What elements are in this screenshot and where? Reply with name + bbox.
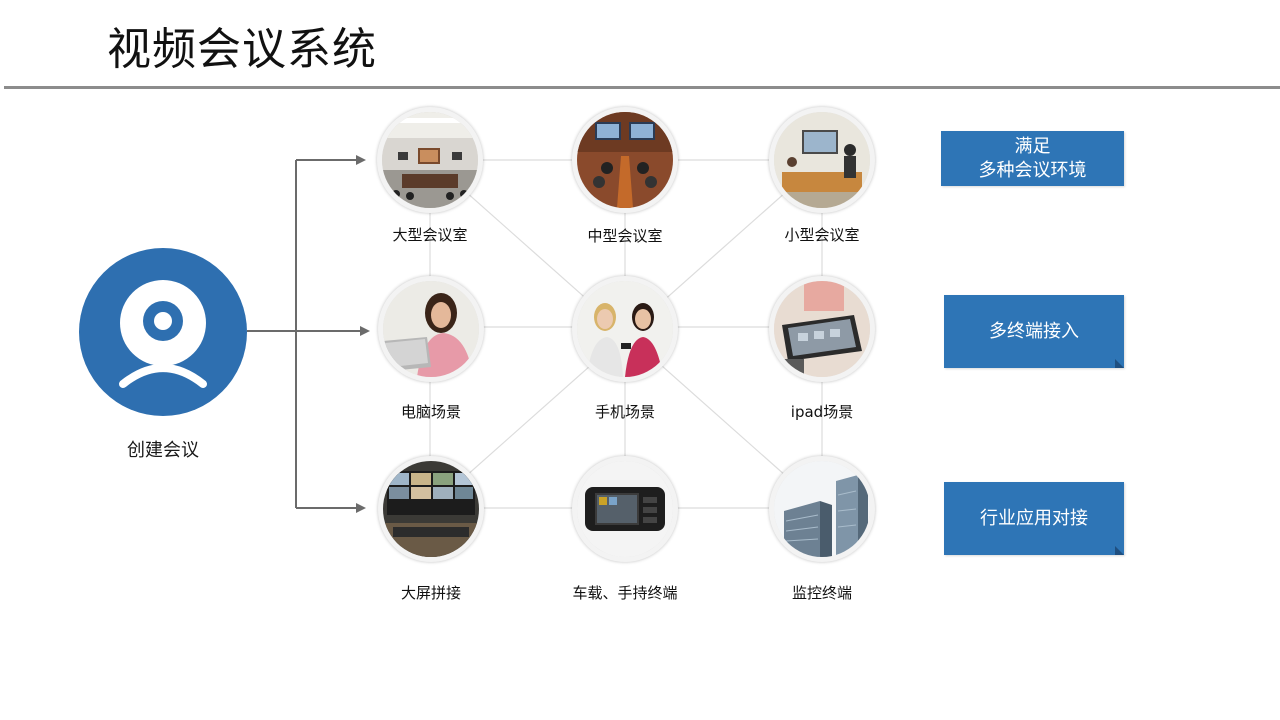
tag-industry-integration: 行业应用对接 (944, 482, 1124, 555)
laptop-scene-image (383, 281, 479, 377)
tag-fold-corner (1115, 546, 1124, 555)
handheld-terminal-photo[interactable] (572, 456, 678, 562)
node-label-phone: 手机场景 (594, 403, 655, 421)
video-wall-photo[interactable] (378, 456, 484, 562)
surveillance-terminal-photo[interactable] (769, 456, 875, 562)
small-meeting-room-image (774, 112, 870, 208)
tablet-scene-photo[interactable] (769, 276, 875, 382)
large-meeting-room-image (382, 112, 478, 208)
tag-meeting-environments: 满足 多种会议环境 (941, 131, 1124, 186)
tag-industry-integration-text: 行业应用对接 (980, 507, 1088, 529)
small-meeting-room-photo[interactable] (769, 107, 875, 213)
node-label-ipad: ipad场景 (790, 403, 854, 421)
office-buildings-image (774, 461, 870, 557)
tag-multi-terminal: 多终端接入 (944, 295, 1124, 368)
create-meeting-hub[interactable] (79, 248, 247, 416)
title-divider (4, 86, 1280, 89)
tablet-scene-image (774, 281, 870, 377)
page-title: 视频会议系统 (107, 24, 377, 75)
node-label-surveillance: 监控终端 (791, 584, 852, 602)
tag-multi-terminal-text: 多终端接入 (989, 320, 1079, 342)
medium-meeting-room-image (577, 112, 673, 208)
laptop-scene-photo[interactable] (378, 276, 484, 382)
large-meeting-room-photo[interactable] (377, 107, 483, 213)
node-label-large-room: 大型会议室 (392, 226, 468, 244)
medium-meeting-room-photo[interactable] (572, 107, 678, 213)
node-label-laptop: 电脑场景 (400, 403, 461, 421)
node-label-small-room: 小型会议室 (784, 226, 860, 244)
hub-label: 创建会议 (127, 440, 199, 461)
phone-scene-photo[interactable] (572, 276, 678, 382)
tag-fold-corner (1115, 359, 1124, 368)
node-label-handheld: 车载、手持终端 (572, 584, 678, 602)
video-wall-image (383, 461, 479, 557)
webcam-icon (119, 280, 207, 388)
tag-meeting-environments-text: 满足 多种会议环境 (978, 135, 1087, 181)
phone-scene-image (577, 281, 673, 377)
handheld-terminal-image (577, 461, 673, 557)
node-label-medium-room: 中型会议室 (587, 227, 663, 245)
node-label-video-wall: 大屏拼接 (400, 584, 461, 602)
